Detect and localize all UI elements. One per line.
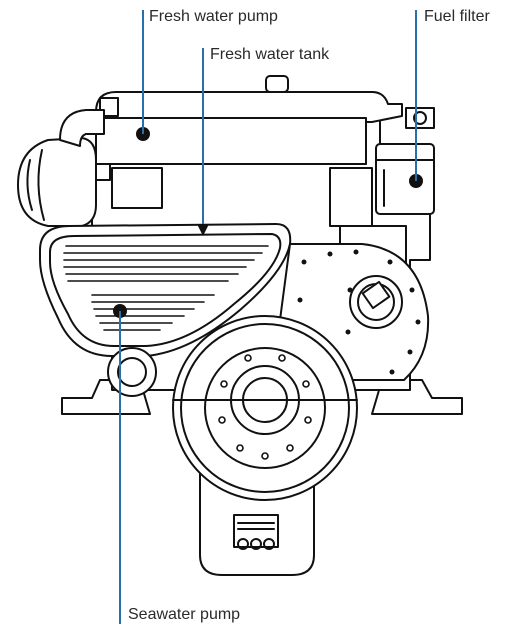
label-fresh-water-pump: Fresh water pump [149,8,278,25]
intake-elbow [59,109,105,147]
engine-drawing [17,75,463,576]
fuel-filter-canister [375,143,435,215]
drain-bolt-center [250,538,262,550]
crankshaft-pulley-inner [204,347,326,469]
fresh-water-pump-housing [95,117,367,165]
label-fuel-filter: Fuel filter [424,8,490,25]
drain-bolt-right [263,538,275,550]
pulley-bolts [218,354,312,460]
tank-cooling-fins [63,245,269,331]
crankshaft-pulley-outer [172,315,358,501]
crankshaft-hub [230,365,300,435]
seawater-pump-body [107,347,157,397]
drain-bolt-left [237,538,249,550]
air-intake-silencer [17,137,97,227]
timing-cover-bolts [297,249,421,375]
oil-filler-cap [265,75,289,93]
sump-plate [233,514,279,548]
label-seawater-pump: Seawater pump [128,606,241,623]
leader-lines [119,10,417,624]
fresh-water-tank-arrow [197,224,209,236]
label-fresh-water-tank: Fresh water tank [210,46,330,63]
